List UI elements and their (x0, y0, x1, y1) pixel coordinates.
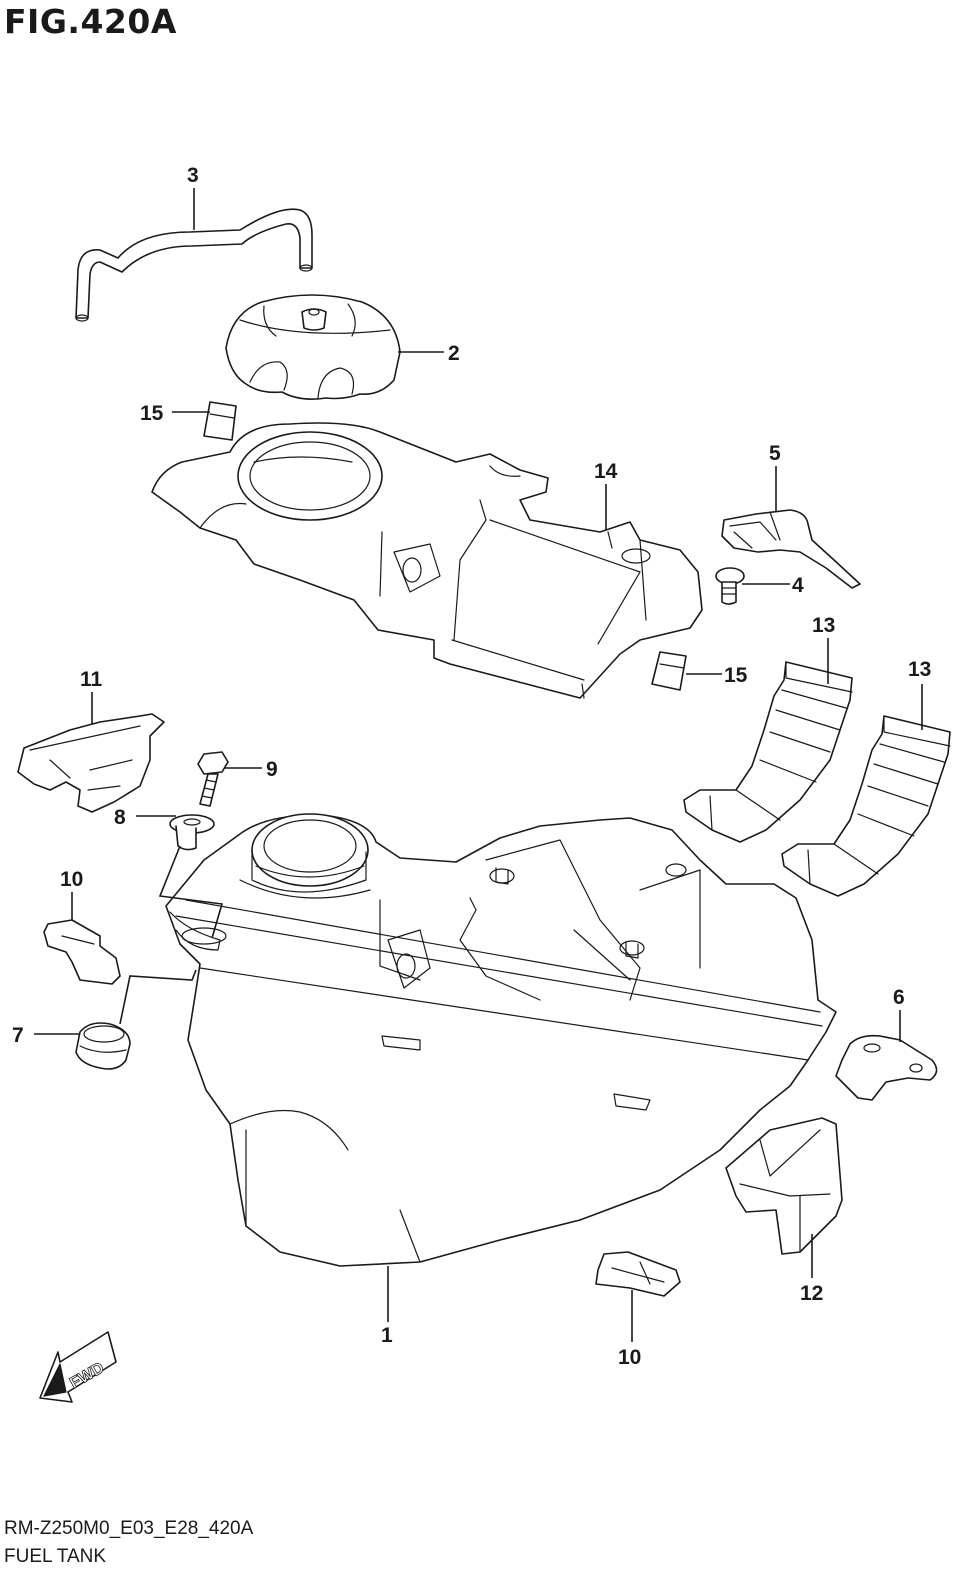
part-10-clip-right (595, 1251, 681, 1297)
part-2-fuel-cap (225, 294, 401, 400)
part-15-pad-upper (203, 401, 237, 441)
callout-14: 14 (594, 460, 618, 483)
part-15-pad-lower (651, 651, 687, 691)
callout-9: 9 (266, 758, 278, 781)
part-10-clip-left (43, 919, 121, 985)
diagram-code: RM-Z250M0_E03_E28_420A (4, 1518, 254, 1539)
part-6-plate (835, 1034, 938, 1101)
part-13-strap-right (781, 715, 951, 897)
part-8-collar (169, 814, 215, 851)
part-1-fuel-tank (165, 813, 837, 1267)
part-11-bracket (17, 713, 165, 813)
callout-10-left: 10 (60, 868, 83, 891)
part-4-screw (715, 567, 745, 605)
callout-5: 5 (769, 442, 781, 465)
callout-1: 1 (381, 1324, 393, 1347)
part-13-strap-left (683, 661, 853, 843)
part-14-tank-cover (151, 422, 703, 699)
part-5-clip (721, 509, 861, 589)
callout-12: 12 (800, 1282, 823, 1305)
callout-labels: 3 2 15 14 5 4 15 13 13 11 9 8 10 7 6 12 … (12, 164, 931, 1369)
callout-11: 11 (80, 668, 103, 691)
callout-10-right: 10 (618, 1346, 641, 1369)
callout-3: 3 (187, 164, 199, 187)
fwd-arrow-icon: FWD (39, 1331, 117, 1403)
callout-4: 4 (792, 574, 804, 597)
part-12-bracket (725, 1117, 843, 1255)
part-3-breather-hose (75, 208, 313, 322)
part-7-grommet (75, 1022, 131, 1070)
callout-8: 8 (114, 806, 126, 829)
callout-6: 6 (893, 986, 905, 1009)
callout-15-upper: 15 (140, 402, 164, 425)
part-9-bolt (197, 751, 229, 807)
figure-title: FIG.420A (4, 2, 177, 41)
leader-lines (34, 188, 923, 1342)
diagram-name: FUEL TANK (4, 1546, 107, 1567)
callout-13-left: 13 (812, 614, 835, 637)
callout-15-lower: 15 (724, 664, 748, 687)
callout-13-right: 13 (908, 658, 931, 681)
callout-2: 2 (448, 342, 460, 365)
callout-7: 7 (12, 1024, 24, 1047)
